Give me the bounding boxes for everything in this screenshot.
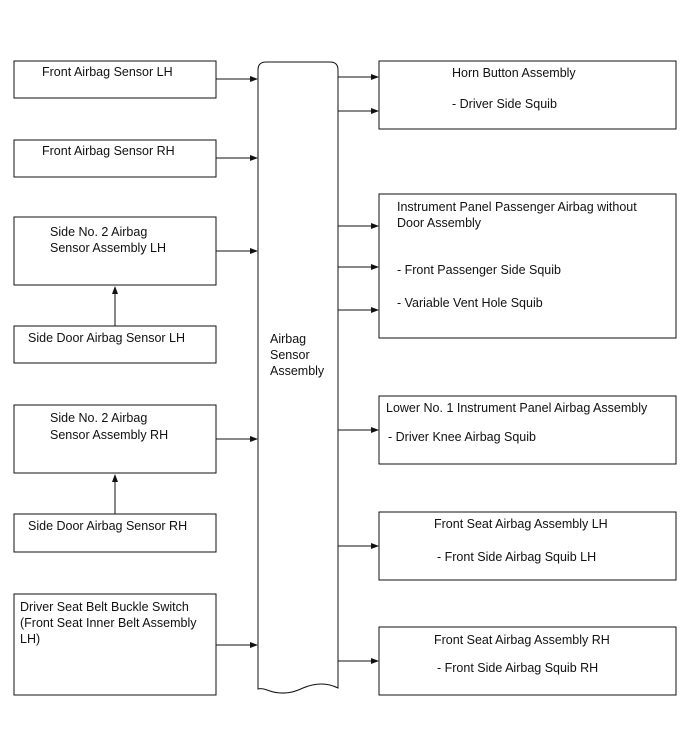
right-box-passenger-airbag: Instrument Panel Passenger Airbag withou… [378,193,677,339]
right-box-item: - Front Passenger Side Squib [397,263,561,277]
left-connectors [112,76,258,648]
left-box-front-airbag-sensor-rh: Front Airbag Sensor RH [13,139,217,178]
left-box-label: LH) [20,632,40,646]
right-box-item: - Driver Knee Airbag Squib [388,430,536,444]
right-box-title: Horn Button Assembly [452,66,576,80]
left-box-label: (Front Seat Inner Belt Assembly [20,616,197,630]
left-box-label: Side Door Airbag Sensor RH [28,519,187,533]
right-box-seat-airbag-lh: Front Seat Airbag Assembly LH - Front Si… [378,511,677,581]
center-label-2: Sensor [270,348,310,362]
left-box-label: Front Airbag Sensor RH [42,144,175,158]
left-box-seat-belt-buckle-switch: Driver Seat Belt Buckle Switch (Front Se… [13,593,217,696]
left-box-side-no2-sensor-rh: Side No. 2 Airbag Sensor Assembly RH [13,404,217,474]
left-box-front-airbag-sensor-lh: Front Airbag Sensor LH [13,60,217,99]
right-connectors [338,74,379,664]
right-box-seat-airbag-rh: Front Seat Airbag Assembly RH - Front Si… [378,626,677,696]
right-box-item: - Driver Side Squib [452,97,557,111]
left-box-label: Front Airbag Sensor LH [42,65,173,79]
right-box-title: Door Assembly [397,216,482,230]
left-box-label: Side Door Airbag Sensor LH [28,331,185,345]
airbag-sensor-assembly-block: Airbag Sensor Assembly [257,61,339,694]
right-box-title: Front Seat Airbag Assembly RH [434,633,610,647]
right-box-knee-airbag: Lower No. 1 Instrument Panel Airbag Asse… [378,395,677,465]
right-box-item: - Variable Vent Hole Squib [397,296,543,310]
center-label-1: Airbag [270,332,306,346]
right-box-item: - Front Side Airbag Squib LH [437,550,596,564]
left-box-label: Driver Seat Belt Buckle Switch [20,600,189,614]
left-box-label: Side No. 2 Airbag [50,225,147,239]
left-box-label: Sensor Assembly LH [50,241,166,255]
right-box-title: Instrument Panel Passenger Airbag withou… [397,200,637,214]
left-box-side-no2-sensor-lh: Side No. 2 Airbag Sensor Assembly LH [13,216,217,286]
right-box-title: Front Seat Airbag Assembly LH [434,517,608,531]
right-box-title: Lower No. 1 Instrument Panel Airbag Asse… [386,401,648,415]
left-box-side-door-sensor-lh: Side Door Airbag Sensor LH [13,325,217,364]
left-box-side-door-sensor-rh: Side Door Airbag Sensor RH [13,513,217,553]
left-box-label: Sensor Assembly RH [50,428,168,442]
right-box-item: - Front Side Airbag Squib RH [437,661,598,675]
left-box-label: Side No. 2 Airbag [50,411,147,425]
center-label-3: Assembly [270,364,325,378]
right-box-horn-button: Horn Button Assembly - Driver Side Squib [378,60,677,130]
